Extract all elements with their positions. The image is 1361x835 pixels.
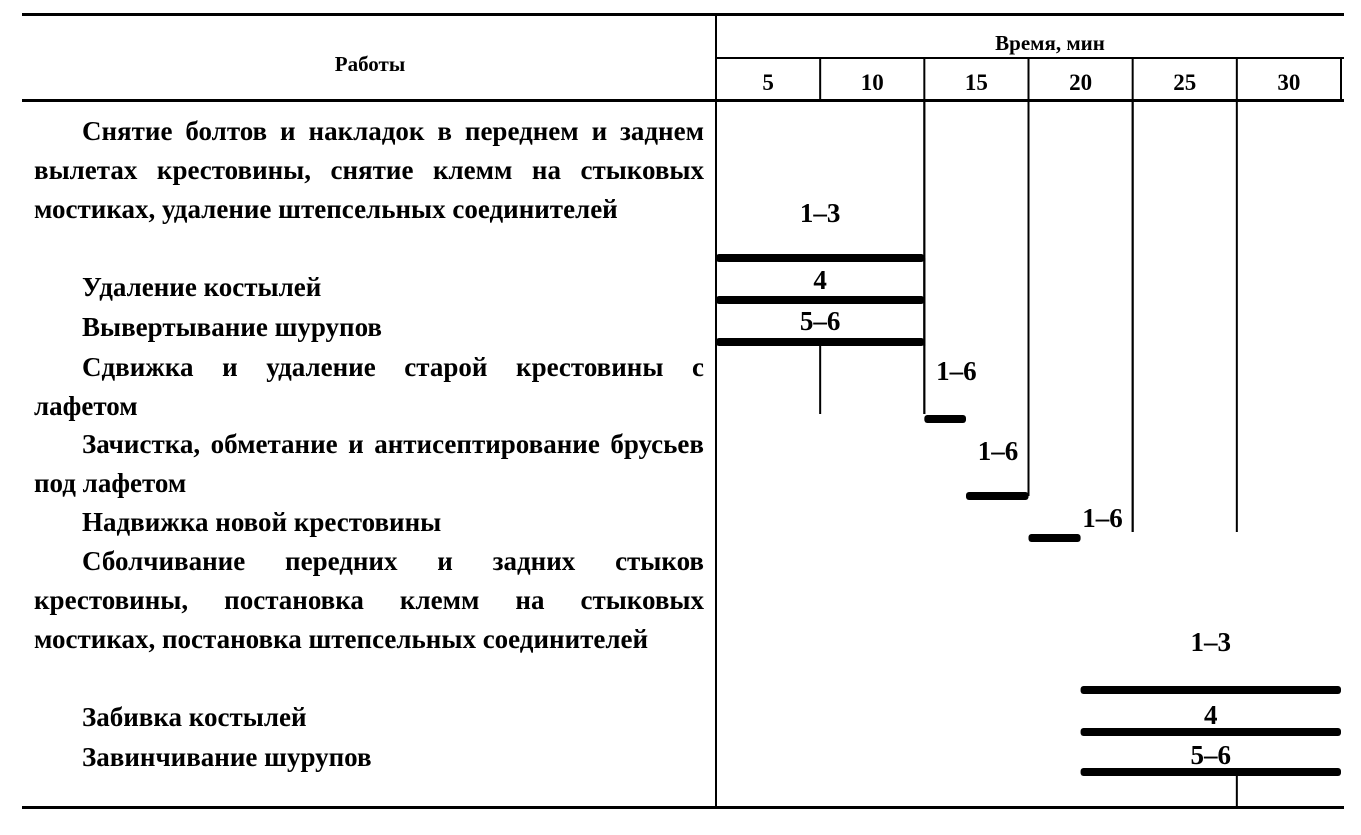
x-tick-label: 15 bbox=[964, 70, 988, 95]
task-bar bbox=[966, 492, 1029, 500]
task-bar bbox=[716, 338, 925, 346]
crew-label: 4 bbox=[813, 265, 827, 295]
header-bottom-rule bbox=[22, 99, 1344, 102]
task-bar bbox=[924, 415, 966, 423]
task-label: Сдвижка и удаление старой крестовины с л… bbox=[34, 352, 704, 421]
task-bar bbox=[1080, 686, 1341, 694]
crew-label: 1–3 bbox=[800, 198, 841, 228]
task-bar bbox=[1080, 768, 1341, 776]
task-label: Удаление костылей bbox=[82, 272, 322, 302]
x-tick-label: 10 bbox=[860, 70, 884, 95]
task-label: Забивка костылей bbox=[82, 702, 307, 732]
x-tick-label: 5 bbox=[762, 70, 774, 95]
task-label: Зачистка, обметание и антисептирование б… bbox=[34, 429, 704, 498]
crew-label: 5–6 bbox=[1191, 740, 1232, 770]
task-bar bbox=[1080, 728, 1341, 736]
x-tick-label: 30 bbox=[1277, 70, 1301, 95]
task-label: Завинчивание шурупов bbox=[82, 742, 372, 772]
table-bottom-rule bbox=[22, 806, 1344, 809]
crew-label: 1–6 bbox=[936, 356, 977, 386]
header-time: Время, мин bbox=[995, 31, 1105, 55]
crew-label: 1–6 bbox=[1082, 503, 1123, 533]
task-label: Вывертывание шурупов bbox=[82, 312, 383, 342]
crew-label: 1–3 bbox=[1191, 627, 1232, 657]
crew-label: 1–6 bbox=[978, 436, 1019, 466]
task-bar bbox=[716, 254, 925, 262]
task-bar bbox=[716, 296, 925, 304]
task-label: Сболчивание передних и задних стыков кре… bbox=[34, 546, 704, 654]
crew-label: 5–6 bbox=[800, 306, 841, 336]
crew-label: 4 bbox=[1204, 700, 1218, 730]
task-bar bbox=[1028, 534, 1081, 542]
time-header-rule bbox=[716, 57, 1344, 59]
header-works: Работы bbox=[334, 52, 406, 76]
x-tick-label: 25 bbox=[1173, 70, 1197, 95]
task-label: Снятие болтов и накладок в переднем и за… bbox=[34, 116, 704, 224]
table-top-rule bbox=[22, 13, 1344, 16]
x-tick-label: 20 bbox=[1069, 70, 1093, 95]
task-label: Надвижка новой крестовины bbox=[82, 507, 442, 537]
